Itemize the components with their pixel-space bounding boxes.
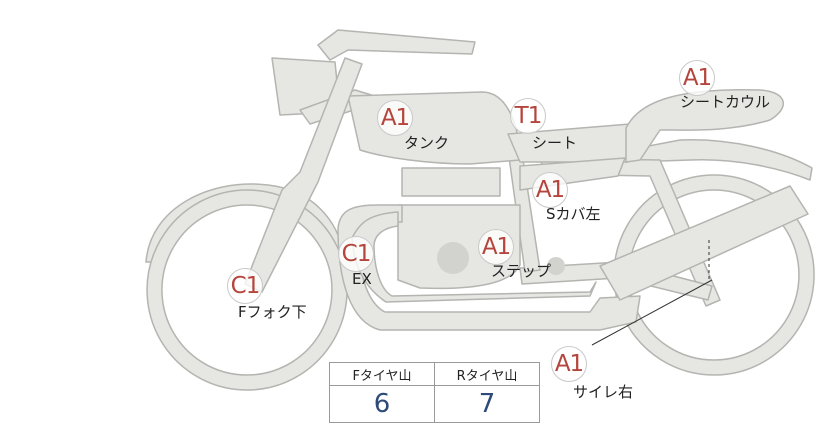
label-step: ステップ bbox=[491, 262, 552, 280]
label-front-fork-lower: Fフォク下 bbox=[238, 303, 307, 321]
label-seat-cowl: シートカウル bbox=[680, 93, 771, 111]
engine-airbox bbox=[401, 167, 501, 197]
grade-mark-silencer-right: A1 bbox=[551, 346, 587, 382]
handlebar bbox=[317, 29, 476, 61]
grade-mark-exhaust: C1 bbox=[338, 236, 374, 272]
grade-mark-tank: A1 bbox=[377, 100, 413, 136]
front-tread-header: Fタイヤ山 bbox=[329, 362, 435, 386]
grade-mark-seat-cowl: A1 bbox=[679, 60, 715, 96]
rear-tread-header: Rタイヤ山 bbox=[434, 362, 540, 386]
rear-tread-value: 7 bbox=[434, 385, 540, 423]
silencer-leader-line bbox=[591, 279, 713, 346]
front-wheel bbox=[146, 189, 348, 391]
exhaust-inner bbox=[351, 211, 597, 303]
label-exhaust: EX bbox=[352, 270, 372, 288]
label-seat: シート bbox=[532, 134, 578, 152]
fuel-tank bbox=[347, 91, 521, 165]
tire-tread-table: Fタイヤ山 Rタイヤ山 6 7 bbox=[329, 362, 540, 423]
engine-cover bbox=[437, 242, 469, 274]
grade-mark-seat: T1 bbox=[510, 98, 546, 134]
label-tank: タンク bbox=[404, 134, 450, 152]
front-tread-value: 6 bbox=[329, 385, 435, 423]
grade-mark-step: A1 bbox=[478, 229, 514, 265]
rear-fender bbox=[627, 139, 813, 181]
silencer bbox=[599, 185, 809, 301]
seat-cowl bbox=[625, 89, 785, 163]
grade-mark-front-fork-lower: C1 bbox=[227, 268, 263, 304]
footpeg-mount bbox=[547, 257, 565, 275]
label-side-cover-left: Sカバ左 bbox=[546, 205, 601, 223]
grade-mark-side-cover-left: A1 bbox=[532, 172, 568, 208]
label-silencer-right: サイレ右 bbox=[573, 383, 634, 401]
